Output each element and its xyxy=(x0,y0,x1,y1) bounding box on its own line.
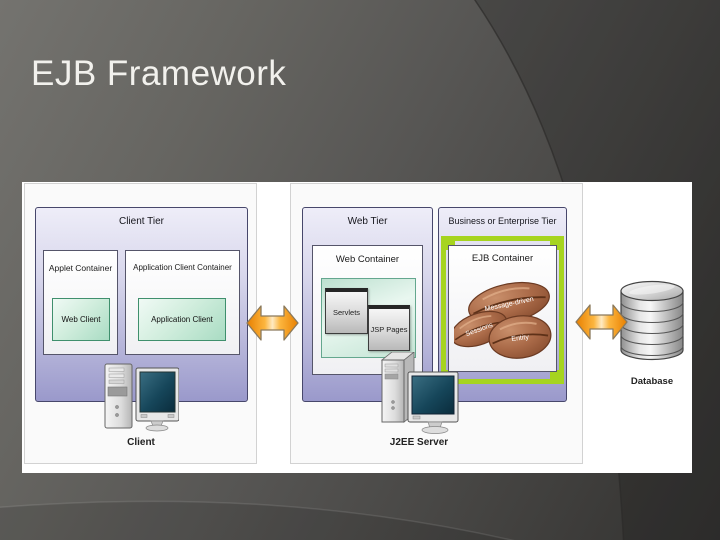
ejb-container-box: EJB Container Message-driven xyxy=(448,245,557,372)
ejb-beans-icon: Message-driven Sessions Entity xyxy=(454,281,552,359)
client-computer-icon xyxy=(104,363,179,432)
application-client-box: Application Client xyxy=(138,298,226,341)
application-client-label: Application Client xyxy=(151,315,213,324)
slide-title: EJB Framework xyxy=(31,54,287,93)
jsp-pages-box: JSP Pages xyxy=(368,305,410,351)
j2ee-server-device-label: J2EE Server xyxy=(389,437,449,448)
applet-container-label: Applet Container xyxy=(48,263,113,273)
web-tier-label: Web Tier xyxy=(347,216,388,227)
database-icon xyxy=(620,280,684,361)
client-device-label: Client xyxy=(127,437,155,448)
applet-container-box: Applet Container Web Client xyxy=(43,250,118,355)
entity-bean-icon: Entity xyxy=(488,315,552,359)
servlets-label: Servlets xyxy=(332,308,361,317)
entity-label: Entity xyxy=(511,334,530,343)
web-client-label: Web Client xyxy=(61,315,101,324)
database-label: Database xyxy=(630,376,674,387)
web-components-area: Servlets JSP Pages xyxy=(321,278,416,358)
j2ee-server-computer-icon xyxy=(380,352,459,434)
ejb-container-label: EJB Container xyxy=(471,253,534,264)
web-container-label: Web Container xyxy=(335,254,400,265)
application-client-container-box: Application Client Container Application… xyxy=(125,250,240,355)
web-client-box: Web Client xyxy=(52,298,110,341)
client-server-arrow-icon xyxy=(246,305,299,341)
bracket-corner-icon xyxy=(550,370,563,383)
server-database-arrow-icon xyxy=(575,304,628,340)
servlets-box: Servlets xyxy=(325,288,368,334)
web-container-box: Web Container Servlets JSP Pages xyxy=(312,245,423,375)
application-client-container-label: Application Client Container xyxy=(133,263,232,272)
jsp-pages-label: JSP Pages xyxy=(370,325,408,334)
business-tier-label: Business or Enterprise Tier xyxy=(448,216,557,226)
client-tier-label: Client Tier xyxy=(118,216,164,227)
